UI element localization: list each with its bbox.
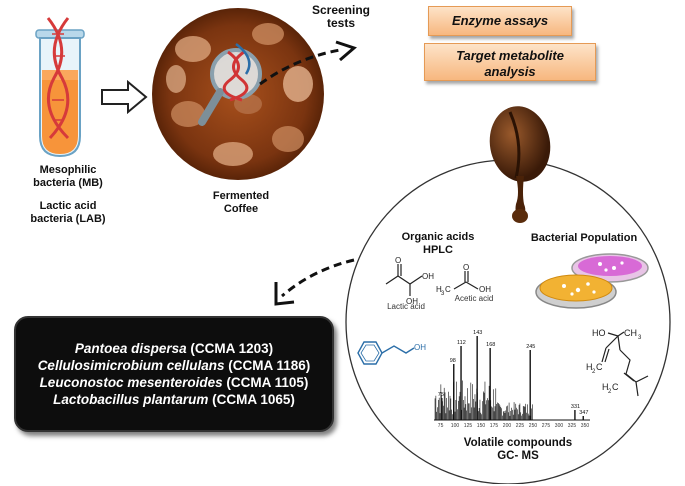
- ms-peak-label: 168: [486, 342, 495, 348]
- strain-code-4: (CCMA 1065): [212, 392, 295, 407]
- strain-name-2: Cellulosimicrobium cellulans: [37, 358, 225, 373]
- acetic-3: 3: [441, 291, 445, 297]
- ms-peak-label: 245: [526, 344, 535, 350]
- fermented-line2: Coffee: [223, 203, 259, 215]
- screening-tests-label: Screening tests: [296, 4, 386, 30]
- target-metabolite-box: Target metabolite analysis: [424, 43, 596, 81]
- phenylethanol-oh: OH: [414, 343, 426, 352]
- linalool-h2c-2-c: C: [612, 382, 619, 392]
- ms-axis-tick: 275: [542, 423, 551, 429]
- volatile-compounds-label: Volatile compounds GC- MS: [448, 437, 588, 463]
- screening-line2: tests: [326, 16, 355, 30]
- mesophilic-line2: bacteria (MB): [33, 177, 103, 189]
- acetic-oh: OH: [479, 285, 491, 294]
- mesophilic-bacteria-label: Mesophilic bacteria (MB): [20, 164, 116, 190]
- ms-peak-label: 347: [579, 410, 588, 416]
- coffee-bean-drip: [489, 106, 551, 223]
- acetic-acid-structure: H 3 C O OH: [436, 263, 491, 297]
- organic-acids-label: Organic acids HPLC: [388, 231, 488, 257]
- organic-acids-line1: Organic acids: [401, 231, 475, 243]
- linalool-h2c-h: H: [586, 362, 593, 372]
- linalool-structure: HO CH 3 H 2 C H 2 C: [586, 328, 649, 397]
- strain-item-4: Lactobacillus plantarum (CCMA 1065): [16, 391, 332, 408]
- fermented-line1: Fermented: [212, 190, 270, 202]
- volatile-line1: Volatile compounds: [463, 437, 573, 449]
- enzyme-assays-label: Enzyme assays: [451, 13, 549, 28]
- ms-axis-tick: 350: [581, 423, 590, 429]
- dashed-arrow-results: [274, 258, 355, 306]
- ms-axis-tick: 325: [568, 423, 577, 429]
- ms-axis-tick: 300: [555, 423, 564, 429]
- hollow-arrow-icon: [101, 80, 148, 114]
- strain-code-2: (CCMA 1186): [228, 358, 311, 373]
- linalool-h2c-2-2: 2: [608, 389, 612, 395]
- ms-axis-tick: 175: [490, 423, 499, 429]
- phenylethanol-structure: OH: [357, 341, 426, 365]
- dashed-arrow-screening: [259, 40, 357, 86]
- ms-axis-tick: 100: [451, 423, 460, 429]
- selected-strains-box: Pantoea dispersa (CCMA 1203) Cellulosimi…: [14, 316, 334, 432]
- petri-dishes-illustration: [535, 253, 649, 309]
- ms-peak-label: 143: [473, 330, 482, 336]
- volatile-line2: GC- MS: [497, 450, 539, 462]
- linalool-ch3-sub: 3: [638, 335, 642, 341]
- strain-code-1: (CCMA 1203): [190, 341, 274, 356]
- ms-axis-tick: 225: [516, 423, 525, 429]
- organic-acids-line2: HPLC: [423, 244, 453, 256]
- lactic-acid-label: Lactic acid: [387, 302, 425, 311]
- ms-peak-label: 331: [571, 404, 580, 410]
- acetic-c: C: [445, 285, 451, 294]
- target-metabolite-line2: analysis: [484, 64, 536, 79]
- linalool-h2c-2-h: H: [602, 382, 609, 392]
- fermented-coffee-label: Fermented Coffee: [196, 190, 286, 216]
- ms-axis-tick: 200: [503, 423, 512, 429]
- lab-line1: Lactic acid: [39, 200, 97, 212]
- strain-list: Pantoea dispersa (CCMA 1203) Cellulosimi…: [16, 318, 332, 408]
- linalool-h2c-2: 2: [592, 369, 596, 375]
- strain-name-3: Leuconostoc mesenteroides: [39, 375, 223, 390]
- strain-item-1: Pantoea dispersa (CCMA 1203): [16, 340, 332, 357]
- screening-line1: Screening: [311, 3, 371, 17]
- linalool-ho: HO: [592, 328, 606, 338]
- strain-name-1: Pantoea dispersa: [74, 341, 187, 356]
- lactic-acid-bacteria-label: Lactic acid bacteria (LAB): [20, 200, 116, 226]
- ms-axis-tick: 75: [438, 423, 444, 429]
- test-tube-illustration: [35, 17, 85, 158]
- acetic-acid-label: Acetic acid: [454, 294, 494, 303]
- fermented-coffee-image: [152, 8, 324, 180]
- target-metabolite-line1: Target metabolite: [456, 48, 564, 63]
- acetic-h: H: [436, 285, 442, 294]
- linalool-ch: CH: [624, 328, 637, 338]
- bacterial-population-label: Bacterial Population: [530, 232, 638, 244]
- mesophilic-line1: Mesophilic: [39, 164, 97, 176]
- enzyme-assays-box: Enzyme assays: [428, 6, 572, 36]
- ms-peak-label: 112: [457, 340, 466, 346]
- lactic-oh: OH: [422, 272, 434, 281]
- strain-item-3: Leuconostoc mesenteroides (CCMA 1105): [16, 374, 332, 391]
- acetic-o: O: [463, 263, 469, 272]
- lactic-oh-bottom: OH: [406, 297, 418, 306]
- strain-code-3: (CCMA 1105): [226, 375, 309, 390]
- ms-peak-label: 75: [438, 392, 444, 398]
- lactic-o: O: [395, 256, 401, 265]
- ms-axis-tick: 150: [477, 423, 486, 429]
- linalool-h2c-c: C: [596, 362, 603, 372]
- ms-peak-label: 98: [450, 358, 456, 364]
- strain-name-4: Lactobacillus plantarum: [53, 392, 209, 407]
- ms-axis-tick: 125: [464, 423, 473, 429]
- ms-axis-tick: 250: [529, 423, 538, 429]
- lactic-acid-structure: O OH OH: [385, 256, 434, 306]
- strain-item-2: Cellulosimicrobium cellulans (CCMA 1186): [16, 357, 332, 374]
- lab-line2: bacteria (LAB): [30, 213, 106, 225]
